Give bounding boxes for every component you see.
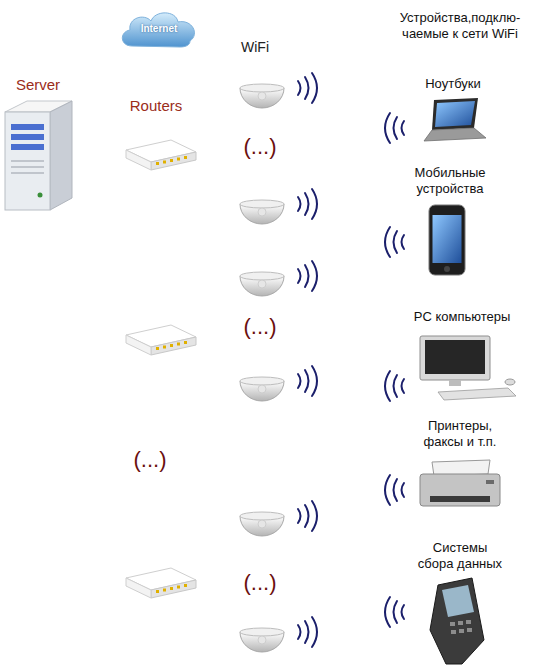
server-icon — [50, 101, 72, 210]
text-label: (...) — [134, 447, 167, 473]
text-label: Системы сбора данных — [415, 540, 505, 571]
laptop-icon — [432, 98, 478, 130]
router-icon — [126, 140, 196, 170]
laptop-icon — [435, 101, 475, 127]
wifi-waves — [298, 366, 317, 396]
wifi-waves — [298, 501, 317, 531]
scanner-icon — [451, 630, 456, 634]
wifi-waves — [385, 597, 404, 627]
text-label: Ноутбуки — [425, 76, 481, 92]
wifi-waves — [298, 261, 317, 291]
pc-icon — [505, 379, 515, 385]
wifi-waves — [385, 113, 404, 143]
scanner-icon — [450, 620, 472, 634]
server-icon — [11, 124, 44, 130]
laptop-icon — [424, 98, 486, 141]
scanner-icon — [467, 628, 472, 632]
printer-icon — [420, 460, 500, 506]
text-label: PC компьютеры — [414, 309, 511, 325]
pc-icon — [438, 388, 516, 400]
server-icon — [11, 160, 44, 162]
router-icon — [126, 325, 196, 355]
text-label: (...) — [244, 314, 277, 340]
printer-icon — [486, 480, 494, 484]
scanner-icon — [430, 578, 484, 664]
server-icon — [38, 193, 43, 198]
scanner-icon — [466, 620, 471, 624]
server-icon — [5, 112, 50, 210]
text-label: Server — [16, 76, 60, 94]
scanner-icon — [458, 621, 463, 625]
access-point-icon — [240, 377, 284, 401]
text-label: WiFi — [241, 39, 269, 56]
text-label: Мобильные устройства — [405, 165, 495, 196]
wifi-waves — [298, 189, 317, 219]
laptop-icon — [424, 128, 486, 141]
node-text: Internet — [118, 23, 200, 34]
scanner-icon — [430, 578, 484, 664]
text-label: Принтеры, факсы и т.п. — [420, 418, 500, 449]
scanner-icon — [442, 585, 474, 617]
text-label: (...) — [244, 134, 277, 160]
phone-icon — [433, 215, 462, 263]
access-point-icon — [240, 272, 284, 296]
text-label: Устройства,подклю- чаемые к сети WiFi — [385, 10, 535, 41]
pc-icon — [425, 340, 485, 374]
scanner-icon — [459, 629, 464, 633]
access-point-icon — [240, 84, 284, 108]
printer-icon — [430, 496, 490, 502]
phone-icon — [429, 205, 465, 275]
access-point-icon — [240, 628, 284, 652]
wifi-waves — [385, 371, 404, 401]
server-icon — [11, 166, 44, 168]
server-icon — [11, 172, 44, 174]
cloud-shape: Internet — [118, 8, 200, 50]
server-icon — [5, 101, 72, 210]
wifi-waves — [298, 73, 317, 103]
access-point-icon — [240, 200, 284, 224]
pc-icon — [420, 336, 490, 380]
pc-icon — [420, 336, 516, 400]
pc-icon — [449, 380, 461, 386]
wifi-waves — [385, 475, 404, 505]
phone-icon — [429, 205, 465, 275]
access-point-icon — [240, 512, 284, 536]
server-icon — [11, 134, 44, 140]
wifi-waves — [385, 227, 404, 257]
phone-icon — [444, 266, 450, 272]
server-icon — [11, 144, 44, 150]
text-label: Routers — [130, 97, 183, 115]
printer-icon — [420, 474, 500, 506]
router-icon — [126, 568, 196, 598]
wifi-waves — [298, 617, 317, 647]
text-label: (...) — [244, 570, 277, 596]
scanner-icon — [450, 622, 455, 626]
